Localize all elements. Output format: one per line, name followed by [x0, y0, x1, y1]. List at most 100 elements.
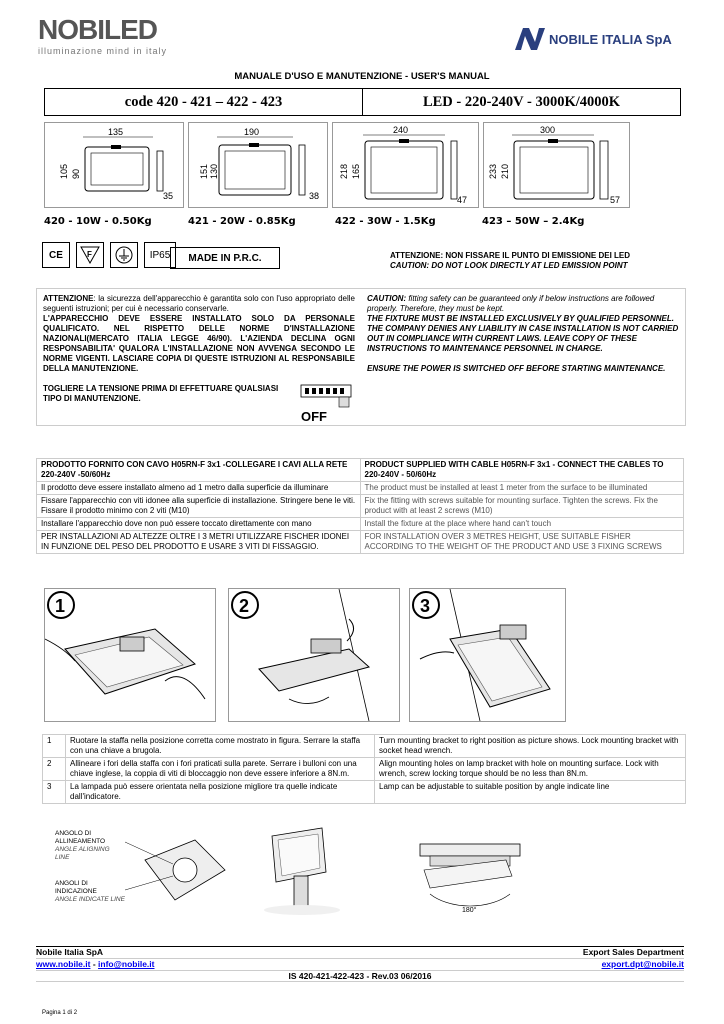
website-link[interactable]: www.nobile.it — [36, 959, 91, 969]
safety-en-power: ENSURE THE POWER IS SWITCHED OFF BEFORE … — [367, 364, 666, 373]
table-row: Installare l'apparecchio dove non può es… — [36, 517, 684, 531]
install-en: PRODUCT SUPPLIED WITH CABLE H05RN-F 3x1 … — [359, 458, 684, 482]
attention-top-it: ATTENZIONE: NON FISSARE IL PUNTO DI EMIS… — [390, 251, 631, 260]
safety-en: CAUTION: fitting safety can be guarantee… — [367, 294, 679, 374]
table-row: PER INSTALLAZIONI AD ALTEZZE OLTRE I 3 M… — [36, 530, 684, 554]
install-en: Install the fixture at the place where h… — [359, 517, 684, 531]
install-en: Fix the fitting with screws suitable for… — [359, 494, 684, 518]
step-2-number: 2 — [239, 596, 249, 616]
angle-align-en: ANGLE ALIGNING LINE — [55, 846, 110, 861]
table-row: Il prodotto deve essere installato almen… — [36, 481, 684, 495]
weight-421: 421 - 20W - 0.85Kg — [188, 216, 296, 227]
safety-it-bold: L'APPARECCHIO DEVE ESSERE INSTALLATO SOL… — [43, 314, 355, 373]
angle-indicate-labels: ANGOLI DI INDICAZIONE ANGLE INDICATE LIN… — [55, 880, 125, 904]
step-en: Turn mounting bracket to right position … — [374, 734, 686, 758]
nobile-italia-logo: NOBILE ITALIA SpA — [515, 26, 695, 52]
made-in-label: MADE IN P.R.C. — [170, 247, 280, 269]
dim-width-423: 300 — [540, 125, 555, 135]
mounted-lamp-illustration — [262, 826, 352, 916]
drawing-422: 240 218 165 47 — [332, 122, 479, 208]
step-en: Lamp can be adjustable to suitable posit… — [374, 780, 686, 804]
drawing-421: 190 151 130 38 — [188, 122, 328, 208]
table-row: 1 Ruotare la staffa nella posizione corr… — [42, 734, 686, 758]
angle-align-it: ANGOLO DI ALLINEAMENTO — [55, 830, 106, 845]
dim-h1-422: 218 — [339, 164, 349, 179]
page-number: Pagina 1 di 2 — [42, 1010, 78, 1016]
angle-degrees: 180° — [462, 906, 477, 914]
attention-top-en: CAUTION: DO NOT LOOK DIRECTLY AT LED EMI… — [390, 261, 628, 270]
install-it: PER INSTALLAZIONI AD ALTEZZE OLTRE I 3 M… — [36, 530, 361, 554]
step-3-number: 3 — [420, 596, 430, 616]
led-label: LED - 220-240V - 3000K/4000K — [422, 93, 621, 110]
drawing-420: 135 105 90 35 — [44, 122, 184, 208]
step-it: Allineare i fori della staffa con i fori… — [65, 757, 375, 781]
doc-reference: IS 420-421-422-423 - Rev.03 06/2016 — [36, 970, 684, 982]
weight-420: 420 - 10W - 0.50Kg — [44, 216, 152, 227]
table-row: Fissare l'apparecchio con viti idonee al… — [36, 494, 684, 518]
step-2-illustration: 2 — [228, 588, 400, 722]
safety-en-label: CAUTION: — [367, 294, 407, 303]
dim-h2-422: 165 — [351, 164, 361, 179]
code-bar: code 420 - 421 – 422 - 423 LED - 220-240… — [44, 88, 681, 116]
safety-en-bold: THE FIXTURE MUST BE INSTALLED EXCLUSIVEL… — [367, 314, 679, 353]
safety-it: ATTENZIONE: la sicurezza dell'apparecchi… — [43, 294, 355, 404]
steps-table: 1 Ruotare la staffa nella posizione corr… — [42, 734, 686, 804]
power-off-switch-icon: OFF — [299, 383, 355, 424]
install-en: The product must be installed at least 1… — [359, 481, 684, 495]
drawing-423: 300 233 210 57 — [483, 122, 630, 208]
nobiled-logo: NOBILED illuminazione mind in italy — [38, 14, 218, 56]
f-mark-icon: F — [76, 242, 104, 268]
safety-it-label: ATTENZIONE — [43, 294, 94, 303]
safety-section: ATTENZIONE: la sicurezza dell'apparecchi… — [36, 288, 686, 426]
table-row: 3 La lampada può essere orientata nella … — [42, 780, 686, 804]
dim-width-422: 240 — [393, 125, 408, 135]
footer: Nobile Italia SpA Export Sales Departmen… — [36, 946, 684, 982]
angle-range-illustration: 180° — [410, 830, 530, 930]
step-1-number: 1 — [55, 596, 65, 616]
brand-tagline: illuminazione mind in italy — [38, 46, 168, 56]
dim-h1-423: 233 — [488, 164, 498, 179]
install-en: FOR INSTALLATION OVER 3 METRES HEIGHT, U… — [359, 530, 684, 554]
company-logo-text: NOBILE ITALIA SpA — [549, 31, 672, 47]
nobile-n-icon — [515, 28, 545, 50]
table-row: 2 Allineare i fori della staffa con i fo… — [42, 757, 686, 781]
attention-top: ATTENZIONE: NON FISSARE IL PUNTO DI EMIS… — [390, 251, 630, 271]
dim-depth-421: 38 — [309, 191, 319, 201]
dim-h1-421: 151 — [199, 164, 209, 179]
footer-separator: - — [90, 959, 99, 969]
manual-title: MANUALE D'USO E MANUTENZIONE - USER'S MA… — [234, 71, 490, 82]
dim-depth-423: 57 — [610, 195, 620, 205]
install-it: Installare l'apparecchio dove non può es… — [36, 517, 361, 531]
install-it: Fissare l'apparecchio con viti idonee al… — [36, 494, 361, 518]
install-it: Il prodotto deve essere installato almen… — [36, 481, 361, 495]
email-link[interactable]: info@nobile.it — [98, 959, 155, 969]
step-en: Align mounting holes on lamp bracket wit… — [374, 757, 686, 781]
step-it: La lampada può essere orientata nella po… — [65, 780, 375, 804]
ce-mark-icon: CE — [42, 242, 70, 268]
install-table: PRODOTTO FORNITO CON CAVO H05RN-F 3x1 -C… — [36, 458, 684, 554]
dim-depth-422: 47 — [457, 195, 467, 205]
export-email-link[interactable]: export.dpt@nobile.it — [601, 959, 684, 969]
dim-h2-421: 130 — [209, 164, 219, 179]
dim-h2-423: 210 — [500, 164, 510, 179]
dim-width-421: 190 — [244, 127, 259, 137]
angle-align-labels: ANGOLO DI ALLINEAMENTO ANGLE ALIGNING LI… — [55, 830, 125, 862]
step-number: 3 — [42, 780, 66, 804]
certification-icons: CE F IP65 — [42, 242, 176, 268]
footer-row-2: www.nobile.it - info@nobile.it export.dp… — [36, 959, 684, 970]
ground-icon — [110, 242, 138, 268]
dim-width-420: 135 — [108, 127, 123, 137]
safety-it-text: : la sicurezza dell'apparecchio è garant… — [43, 294, 355, 313]
step-number: 1 — [42, 734, 66, 758]
safety-it-power: TOGLIERE LA TENSIONE PRIMA DI EFFETTUARE… — [43, 384, 279, 403]
ip65-icon: IP65 — [144, 242, 176, 268]
footer-row-1: Nobile Italia SpA Export Sales Departmen… — [36, 947, 684, 959]
table-row: PRODOTTO FORNITO CON CAVO H05RN-F 3x1 -C… — [36, 458, 684, 482]
footer-department: Export Sales Department — [582, 947, 684, 957]
footer-company: Nobile Italia SpA — [36, 947, 104, 957]
step-number: 2 — [42, 757, 66, 781]
step-1-illustration: 1 — [44, 588, 216, 722]
angle-indicate-en: ANGLE INDICATE LINE — [55, 896, 125, 903]
angle-indicate-it: ANGOLI DI INDICAZIONE — [55, 880, 97, 895]
weight-423: 423 – 50W – 2.4Kg — [482, 216, 585, 227]
